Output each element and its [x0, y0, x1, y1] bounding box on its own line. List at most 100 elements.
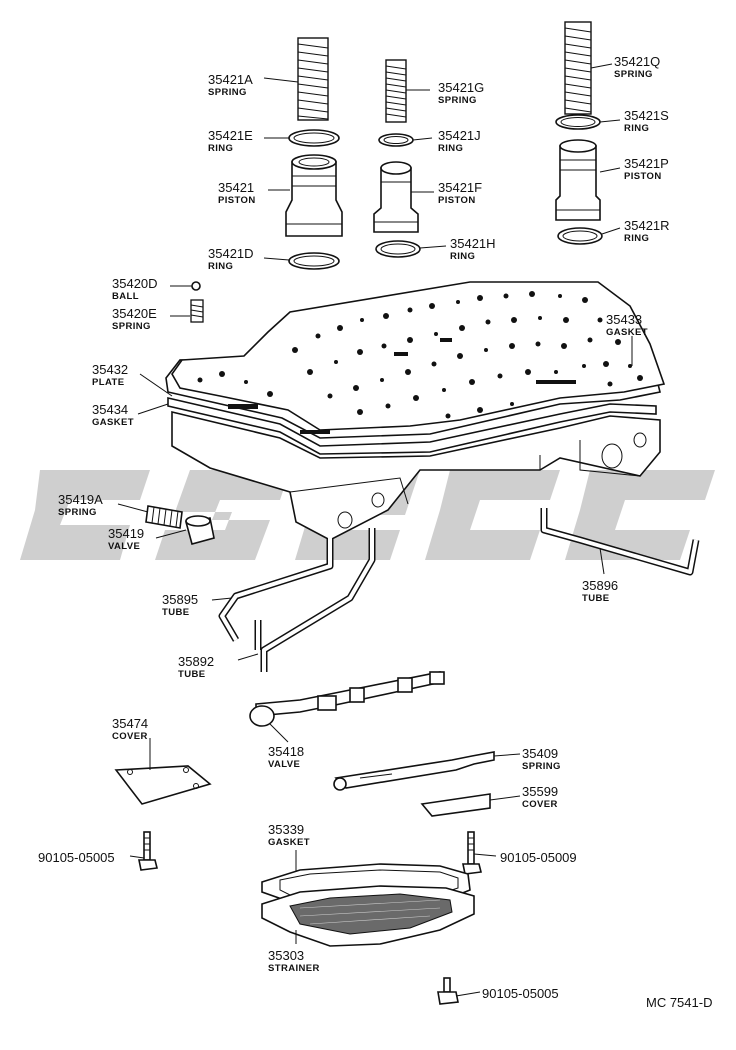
- part-number: 35434: [92, 402, 128, 417]
- tube-35892: [254, 528, 376, 672]
- label-35421r: 35421R RING: [624, 218, 670, 244]
- part-name: GASKET: [92, 417, 134, 428]
- part-name: GASKET: [606, 327, 648, 338]
- part-number: 35421S: [624, 108, 669, 123]
- part-number: 35339: [268, 822, 304, 837]
- part-name: SPRING: [208, 87, 247, 98]
- part-number: 35599: [522, 784, 558, 799]
- label-35419: 35419 VALVE: [108, 526, 144, 552]
- strainer-35303: [261, 885, 475, 947]
- part-number: 35418: [268, 744, 304, 759]
- label-bolt-90105-05005-left: 90105-05005: [38, 850, 115, 865]
- part-name: RING: [208, 143, 233, 154]
- part-name: RING: [450, 251, 475, 262]
- part-name: RING: [438, 143, 463, 154]
- label-bolt-90105-05009: 90105-05009: [500, 850, 577, 865]
- label-35421p: 35421P PISTON: [624, 156, 669, 182]
- label-35303: 35303 STRAINER: [268, 948, 320, 974]
- label-35474: 35474 COVER: [112, 716, 148, 742]
- valve-body: [165, 281, 666, 541]
- piston-35421f: [373, 161, 419, 233]
- part-number: 35303: [268, 948, 304, 963]
- part-name: COVER: [112, 731, 148, 742]
- label-35418: 35418 VALVE: [268, 744, 304, 770]
- label-35421s: 35421S RING: [624, 108, 669, 134]
- part-name: SPRING: [438, 95, 477, 106]
- part-name: RING: [624, 233, 649, 244]
- piston-35421: [285, 154, 343, 237]
- part-number: 35421E: [208, 128, 253, 143]
- label-35420d: 35420D BALL: [112, 276, 158, 302]
- spring-35419a: [145, 505, 183, 529]
- label-35896: 35896 TUBE: [582, 578, 618, 604]
- ball-35420d: [191, 281, 201, 291]
- part-name: SPRING: [58, 507, 97, 518]
- label-35420e: 35420E SPRING: [112, 306, 157, 332]
- label-35421a: 35421A SPRING: [208, 72, 253, 98]
- label-35421e: 35421E RING: [208, 128, 253, 154]
- part-name: VALVE: [268, 759, 300, 770]
- part-number: 90105-05005: [482, 986, 559, 1001]
- label-35892: 35892 TUBE: [178, 654, 214, 680]
- valve-35418: [249, 671, 445, 727]
- part-name: RING: [624, 123, 649, 134]
- spring-35421g: [385, 59, 407, 123]
- part-name: PLATE: [92, 377, 124, 388]
- part-name: GASKET: [268, 837, 310, 848]
- label-35421: 35421 PISTON: [218, 180, 255, 206]
- ring-35421s: [555, 114, 601, 130]
- tube-35895: [218, 538, 334, 642]
- part-number: 35474: [112, 716, 148, 731]
- plate-holes: [197, 291, 643, 419]
- part-number: 35896: [582, 578, 618, 593]
- part-number: 35419: [108, 526, 144, 541]
- part-number: 35421: [218, 180, 254, 195]
- part-name: BALL: [112, 291, 139, 302]
- part-name: VALVE: [108, 541, 140, 552]
- label-35421h: 35421H RING: [450, 236, 496, 262]
- part-name: PISTON: [624, 171, 662, 182]
- label-35421f: 35421F PISTON: [438, 180, 482, 206]
- part-number: 35419A: [58, 492, 103, 507]
- spring-35421q: [564, 21, 592, 115]
- label-35421j: 35421J RING: [438, 128, 481, 154]
- plate-slots: [228, 338, 576, 434]
- part-name: RING: [208, 261, 233, 272]
- part-name: STRAINER: [268, 963, 320, 974]
- part-name: TUBE: [178, 669, 205, 680]
- ring-35421h: [375, 240, 421, 258]
- label-35421q: 35421Q SPRING: [614, 54, 660, 80]
- spring-35409: [333, 751, 495, 791]
- part-name: TUBE: [162, 607, 189, 618]
- part-number: 35421F: [438, 180, 482, 195]
- label-35895: 35895 TUBE: [162, 592, 198, 618]
- part-number: 90105-05005: [38, 850, 115, 865]
- part-number: 35409: [522, 746, 558, 761]
- spring-35420e: [190, 299, 204, 323]
- label-35599: 35599 COVER: [522, 784, 558, 810]
- part-number: 35421H: [450, 236, 496, 251]
- part-number: 35421Q: [614, 54, 660, 69]
- part-name: COVER: [522, 799, 558, 810]
- label-35339: 35339 GASKET: [268, 822, 310, 848]
- ring-35421r: [557, 227, 603, 245]
- label-35434: 35434 GASKET: [92, 402, 134, 428]
- part-number: 90105-05009: [500, 850, 577, 865]
- ring-35421j: [378, 133, 414, 147]
- part-name: SPRING: [112, 321, 151, 332]
- ring-35421d: [288, 252, 340, 270]
- label-bolt-90105-05005-bottom: 90105-05005: [482, 986, 559, 1001]
- part-number: 35421D: [208, 246, 254, 261]
- part-name: PISTON: [438, 195, 476, 206]
- bolt-90105-05009: [462, 831, 482, 875]
- label-35421g: 35421G SPRING: [438, 80, 484, 106]
- part-number: 35421J: [438, 128, 481, 143]
- part-name: SPRING: [614, 69, 653, 80]
- part-number: 35432: [92, 362, 128, 377]
- part-number: 35421A: [208, 72, 253, 87]
- tube-35896: [540, 508, 700, 576]
- leader-lines: [117, 63, 633, 997]
- label-35421d: 35421D RING: [208, 246, 254, 272]
- part-number: 35421P: [624, 156, 669, 171]
